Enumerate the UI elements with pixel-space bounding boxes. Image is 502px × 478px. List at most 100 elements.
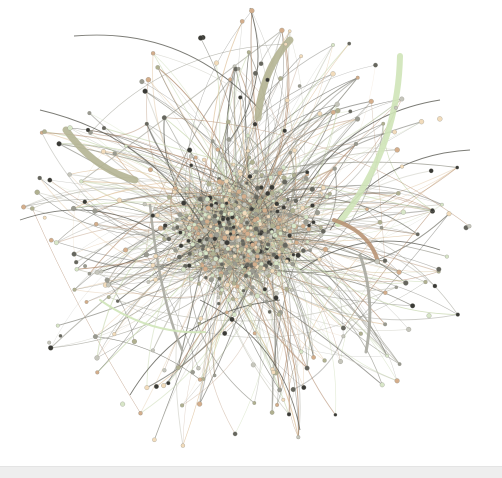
network-node[interactable]	[221, 191, 226, 196]
network-node[interactable]	[215, 228, 220, 233]
network-node[interactable]	[246, 271, 252, 276]
network-node[interactable]	[400, 209, 406, 215]
network-node[interactable]	[318, 225, 323, 230]
network-node[interactable]	[219, 198, 225, 203]
network-node[interactable]	[274, 201, 280, 207]
network-node[interactable]	[332, 166, 337, 171]
network-node[interactable]	[123, 247, 129, 253]
network-node[interactable]	[152, 437, 157, 442]
network-node[interactable]	[227, 222, 232, 226]
network-node[interactable]	[311, 355, 316, 360]
network-node[interactable]	[212, 204, 218, 209]
network-node[interactable]	[210, 273, 215, 278]
network-node[interactable]	[271, 199, 276, 203]
network-node[interactable]	[215, 147, 220, 152]
network-node[interactable]	[271, 370, 276, 375]
network-node[interactable]	[47, 177, 53, 183]
network-node[interactable]	[223, 178, 229, 184]
network-node[interactable]	[94, 355, 100, 361]
network-node[interactable]	[290, 261, 295, 267]
network-node[interactable]	[284, 259, 289, 264]
network-node[interactable]	[246, 248, 252, 254]
network-node[interactable]	[196, 192, 201, 197]
network-node[interactable]	[220, 227, 225, 232]
network-node[interactable]	[232, 312, 237, 317]
network-node[interactable]	[166, 381, 171, 386]
network-node[interactable]	[415, 232, 420, 237]
network-node[interactable]	[208, 237, 213, 243]
network-node[interactable]	[265, 77, 270, 83]
network-node[interactable]	[306, 226, 311, 232]
network-node[interactable]	[274, 234, 278, 238]
network-node[interactable]	[279, 247, 285, 253]
network-node[interactable]	[210, 251, 216, 257]
network-node[interactable]	[283, 42, 288, 47]
network-node[interactable]	[238, 223, 244, 229]
network-node[interactable]	[196, 231, 201, 236]
network-node[interactable]	[104, 277, 110, 283]
network-node[interactable]	[224, 226, 229, 231]
network-node[interactable]	[270, 268, 275, 274]
network-node[interactable]	[437, 116, 443, 122]
network-node[interactable]	[150, 213, 155, 218]
network-node[interactable]	[396, 269, 402, 275]
network-node[interactable]	[255, 254, 260, 259]
network-node[interactable]	[327, 286, 332, 291]
network-node[interactable]	[331, 43, 335, 47]
network-node[interactable]	[234, 258, 239, 263]
network-node[interactable]	[208, 277, 214, 283]
network-node[interactable]	[236, 235, 240, 239]
network-node[interactable]	[254, 273, 260, 279]
network-node[interactable]	[278, 240, 284, 246]
network-node[interactable]	[229, 241, 234, 246]
network-node[interactable]	[335, 108, 341, 114]
network-node[interactable]	[174, 217, 179, 222]
network-node[interactable]	[82, 199, 88, 205]
network-node[interactable]	[403, 280, 409, 286]
network-node[interactable]	[231, 162, 236, 167]
network-node[interactable]	[245, 220, 250, 225]
network-node[interactable]	[101, 149, 106, 154]
network-node[interactable]	[397, 362, 402, 366]
network-node[interactable]	[193, 155, 198, 160]
network-node[interactable]	[246, 237, 251, 242]
network-node[interactable]	[232, 431, 238, 437]
network-node[interactable]	[222, 330, 228, 336]
network-node[interactable]	[253, 230, 259, 236]
network-node[interactable]	[181, 266, 187, 273]
network-node[interactable]	[37, 175, 42, 181]
network-node[interactable]	[213, 60, 219, 66]
network-node[interactable]	[220, 217, 226, 222]
network-node[interactable]	[379, 382, 385, 388]
network-node[interactable]	[197, 196, 203, 202]
network-node[interactable]	[311, 220, 316, 225]
network-node[interactable]	[115, 299, 120, 303]
network-node[interactable]	[247, 174, 253, 179]
network-node[interactable]	[74, 267, 79, 272]
network-node[interactable]	[250, 285, 255, 290]
network-node[interactable]	[208, 233, 214, 238]
network-node[interactable]	[139, 79, 145, 85]
network-node[interactable]	[396, 191, 401, 196]
network-node[interactable]	[217, 185, 222, 190]
network-node[interactable]	[430, 208, 435, 213]
network-node[interactable]	[208, 224, 213, 229]
network-node[interactable]	[87, 271, 92, 276]
network-node[interactable]	[203, 250, 209, 256]
network-node[interactable]	[85, 127, 91, 133]
network-node[interactable]	[340, 325, 346, 331]
network-node[interactable]	[200, 247, 205, 251]
network-node[interactable]	[225, 216, 231, 222]
network-node[interactable]	[190, 242, 196, 247]
network-node[interactable]	[295, 252, 301, 258]
network-node[interactable]	[258, 61, 264, 66]
network-node[interactable]	[204, 219, 210, 224]
network-node[interactable]	[428, 168, 434, 174]
network-node[interactable]	[333, 413, 338, 417]
network-node[interactable]	[116, 197, 123, 203]
network-node[interactable]	[187, 147, 193, 153]
network-node[interactable]	[241, 288, 246, 293]
network-node[interactable]	[166, 257, 171, 262]
network-node[interactable]	[173, 186, 178, 191]
network-node[interactable]	[197, 204, 202, 209]
